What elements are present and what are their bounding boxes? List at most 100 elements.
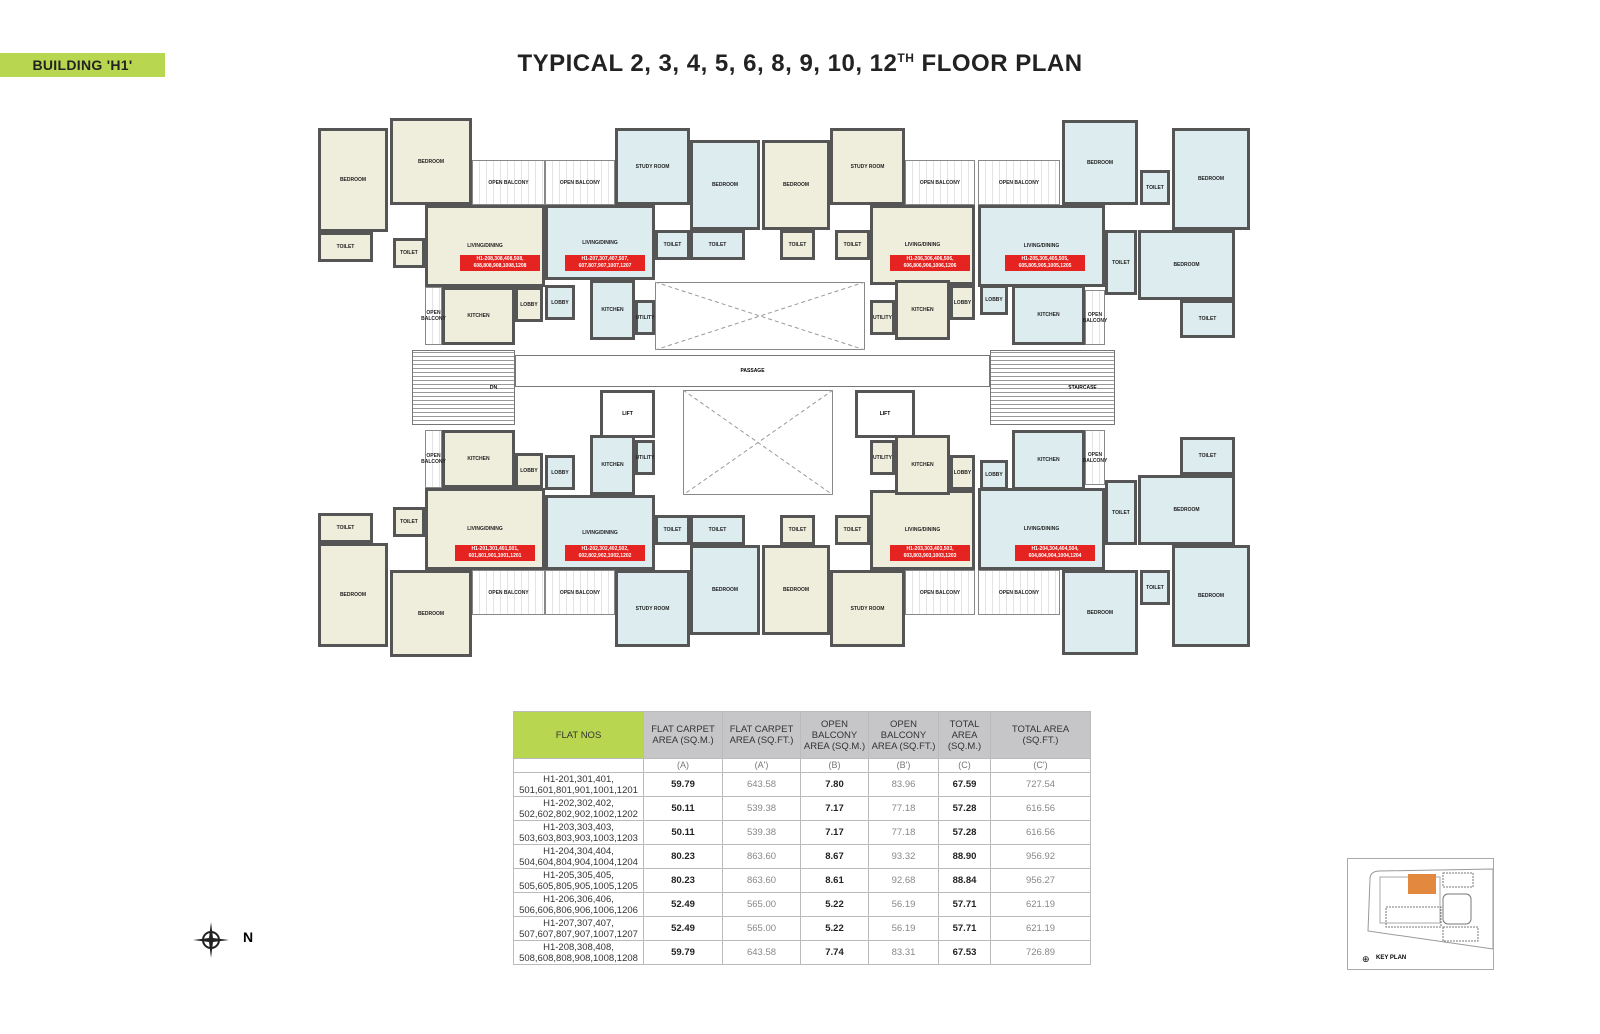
column-code: (A') [722,758,801,773]
toilet-room-top: TOILET [780,230,815,260]
flat-tag: H1-208,308,408,508, 608,808,908,1008,120… [460,255,540,271]
toilet-room-bottom: TOILET [1140,570,1170,605]
room-label: LIVING/DINING [1023,243,1060,249]
open-balcony-room-bottom: OPEN BALCONY [1083,430,1107,485]
flat-tag: H1-204,304,404,504, 604,804,904,1004,120… [1015,545,1095,561]
open-balcony-room-bottom: OPEN BALCONY [545,570,615,615]
toilet-room-bottom: TOILET [393,507,425,537]
flat-nos-cell: H1-206,306,406, 506,606,806,906,1006,120… [513,892,644,917]
room-label: KITCHEN [1037,312,1060,318]
kitchen-room-bottom: KITCHEN [590,435,635,495]
room-label: BEDROOM [417,610,445,617]
column-header: TOTAL AREA (SQ.M.) [938,711,991,759]
bedroom-room-top: BEDROOM [390,118,472,205]
room-label: LIVING/DINING [582,529,618,536]
room-label: OPEN BALCONY [488,179,529,186]
room-label: OPEN BALCONY [998,589,1040,596]
room-label: OPEN BALCONY [488,589,529,596]
flat-tag: H1-205,305,405,505, 605,805,905,1005,120… [1005,255,1085,271]
kitchen-room-top: KITCHEN [442,287,515,345]
passage-label: PASSAGE [740,368,765,374]
staircase-left: DN [412,350,515,425]
lobby-room-bottom: LOBBY [515,453,543,488]
column-code [513,758,644,773]
bedroom-room-top: BEDROOM [1062,120,1138,205]
room-label: BEDROOM [1197,593,1225,599]
toilet-room-top: TOILET [393,238,425,268]
kitchen-room-top: KITCHEN [590,280,635,340]
flat-nos-cell: H1-205,305,405, 505,605,805,905,1005,120… [513,868,644,893]
bedroom-room-bottom: BEDROOM [762,545,830,635]
title-suffix: FLOOR PLAN [914,50,1083,77]
open-balcony-room-top: OPEN BALCONY [545,160,615,205]
north-label: N [243,929,254,945]
room-label: LOBBY [985,297,1003,303]
area-cell: 80.23 [643,844,723,869]
area-cell: 67.59 [938,772,991,797]
toilet-room-top: TOILET [1180,300,1235,338]
page-title: TYPICAL 2, 3, 4, 5, 6, 8, 9, 10, 12TH FL… [300,50,1300,78]
staircase-right: STAIRCASE [990,350,1115,425]
area-cell: 57.28 [938,820,991,845]
flat-nos-cell: H1-204,304,404, 504,604,804,904,1004,120… [513,844,644,869]
room-label: BEDROOM [711,587,739,593]
room-label: STUDY ROOM [850,605,885,612]
area-cell: 77.18 [868,796,939,821]
living-dining-room-top: LIVING/DINING [425,205,545,287]
table-row: H1-203,303,403, 503,603,803,903,1003,120… [513,820,1091,845]
room-label: OPEN BALCONY [998,179,1040,186]
bedroom-room-bottom: BEDROOM [1062,570,1138,655]
area-cell: 93.32 [868,844,939,869]
area-cell: 727.54 [990,772,1091,797]
room-label: TOILET [1112,259,1130,266]
area-cell: 50.11 [643,820,723,845]
room-label: OPEN BALCONY [919,179,961,186]
area-cell: 863.60 [722,844,801,869]
column-header: TOTAL AREA (SQ.FT.) [990,711,1091,759]
living-dining-room-top: LIVING/DINING [978,205,1105,287]
toilet-room-top: TOILET [835,230,870,260]
open-balcony-room-bottom: OPEN BALCONY [978,570,1060,615]
area-cell: 643.58 [722,772,801,797]
flat-nos-cell: H1-207,307,407, 507,607,807,907,1007,120… [513,916,644,941]
room-label: OPEN BALCONY [421,310,446,322]
room-label: BEDROOM [417,158,445,165]
area-cell: 59.79 [643,772,723,797]
utility-room-bottom: UTILITY [635,440,655,475]
toilet-room-top: TOILET [1140,170,1170,205]
area-cell: 5.22 [800,916,869,941]
area-cell: 92.68 [868,868,939,893]
column-header: FLAT NOS [513,711,644,759]
passage: PASSAGE [515,355,990,387]
flat-tag: H1-207,307,407,507, 607,807,907,1007,120… [565,255,645,271]
lobby-room-top: LOBBY [980,285,1008,315]
room-label: TOILET [788,527,807,533]
area-cell: 57.28 [938,796,991,821]
living-dining-room-top: LIVING/DINING [870,205,975,285]
area-cell: 616.56 [990,796,1091,821]
room-label: LOBBY [520,301,538,308]
area-cell: 57.71 [938,892,991,917]
bedroom-room-bottom: BEDROOM [690,545,760,635]
flat-tag: H1-201,301,401,501, 601,801,901,1001,120… [455,545,535,561]
area-cell: 565.00 [722,916,801,941]
area-cell: 956.92 [990,844,1091,869]
room-label: UTILITY [635,454,655,461]
column-header: FLAT CARPET AREA (SQ.M.) [643,711,723,759]
bedroom-room-top: BEDROOM [318,128,388,232]
room-label: UTILITY [873,454,892,461]
room-label: BEDROOM [339,177,367,183]
room-label: BEDROOM [339,592,367,598]
bedroom-room-top: BEDROOM [762,140,830,230]
toilet-room-bottom: TOILET [835,515,870,545]
kitchen-room-top: KITCHEN [895,280,950,340]
key-plan-map [1367,868,1494,950]
lobby-room-bottom: LOBBY [950,455,975,490]
toilet-room-bottom: TOILET [1105,480,1137,545]
study-room-room-top: STUDY ROOM [830,128,905,205]
room-label: BEDROOM [1173,262,1200,268]
utility-room-top: UTILITY [870,300,895,335]
area-cell: 7.80 [800,772,869,797]
